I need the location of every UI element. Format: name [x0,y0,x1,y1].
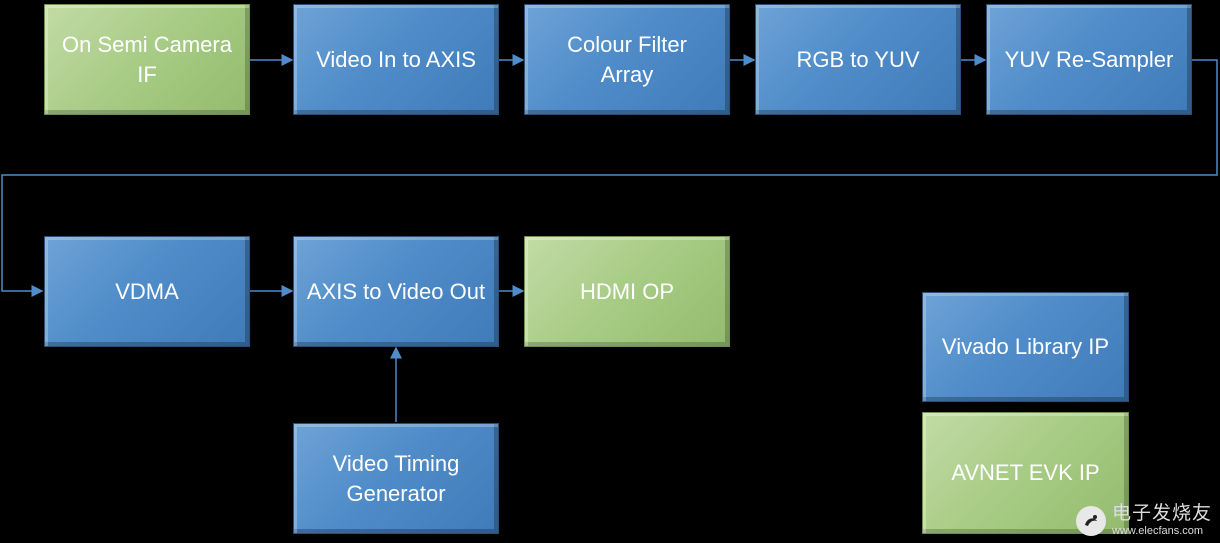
block-colour-filter-array: Colour Filter Array [524,4,730,115]
legend-avnet-evk-ip: AVNET EVK IP [922,412,1129,534]
block-video-in-to-axis: Video In to AXIS [293,4,499,115]
elecfans-logo-icon [1075,505,1106,536]
block-rgb-to-yuv: RGB to YUV [755,4,961,115]
watermark-name: 电子发烧友 [1111,503,1212,524]
block-video-timing-generator: Video Timing Generator [293,423,499,534]
arrow-resampler-to-vdma [1,59,1218,297]
legend-vivado-library-ip: Vivado Library IP [922,292,1129,402]
block-axis-to-video-out: AXIS to Video Out [293,236,499,347]
watermark: 电子发烧友 www.elecfans.com [1075,503,1212,537]
block-yuv-resampler: YUV Re-Sampler [986,4,1192,115]
block-vdma: VDMA [44,236,250,347]
block-on-semi-camera-if: On Semi Camera IF [44,4,250,115]
watermark-url: www.elecfans.com [1111,525,1204,537]
block-hdmi-op: HDMI OP [524,236,730,347]
